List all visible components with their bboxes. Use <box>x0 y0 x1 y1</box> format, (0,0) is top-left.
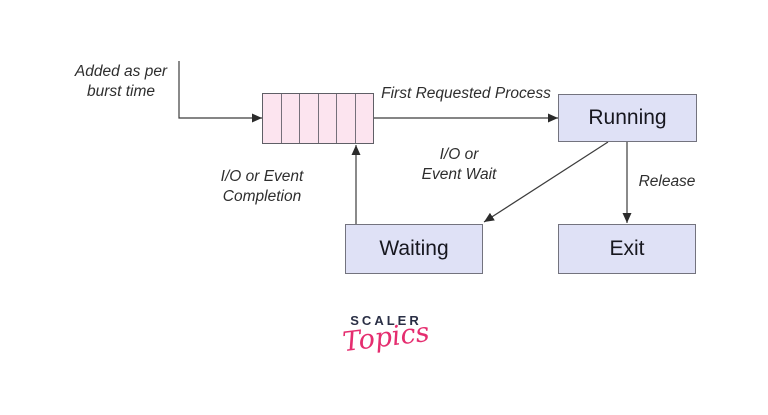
edge-added-arrow <box>178 61 262 123</box>
ready-queue <box>262 93 374 144</box>
node-waiting-label: Waiting <box>379 237 449 260</box>
queue-cell <box>355 94 373 143</box>
queue-cell <box>337 94 356 143</box>
label-io-or-event-completion: I/O or Event Completion <box>220 168 304 206</box>
queue-cell <box>263 94 282 143</box>
node-exit-label: Exit <box>609 237 645 260</box>
label-added-as-per-burst-time: Added as per burst time <box>74 63 168 101</box>
scaler-wordmark: SCALER <box>350 313 422 328</box>
node-running-label: Running <box>588 106 667 129</box>
node-running: Running <box>558 94 697 142</box>
edge-io-wait-arrow <box>483 141 609 223</box>
node-exit: Exit <box>558 224 696 274</box>
queue-cell <box>300 94 319 143</box>
label-first-requested-process: First Requested Process <box>381 85 551 102</box>
label-io-or-event-wait: I/O or Event Wait <box>421 146 497 184</box>
queue-cell <box>281 94 300 143</box>
node-waiting: Waiting <box>345 224 483 274</box>
queue-cell <box>318 94 337 143</box>
label-release: Release <box>638 173 696 190</box>
scaler-logo: SCALER Topics <box>336 313 436 358</box>
